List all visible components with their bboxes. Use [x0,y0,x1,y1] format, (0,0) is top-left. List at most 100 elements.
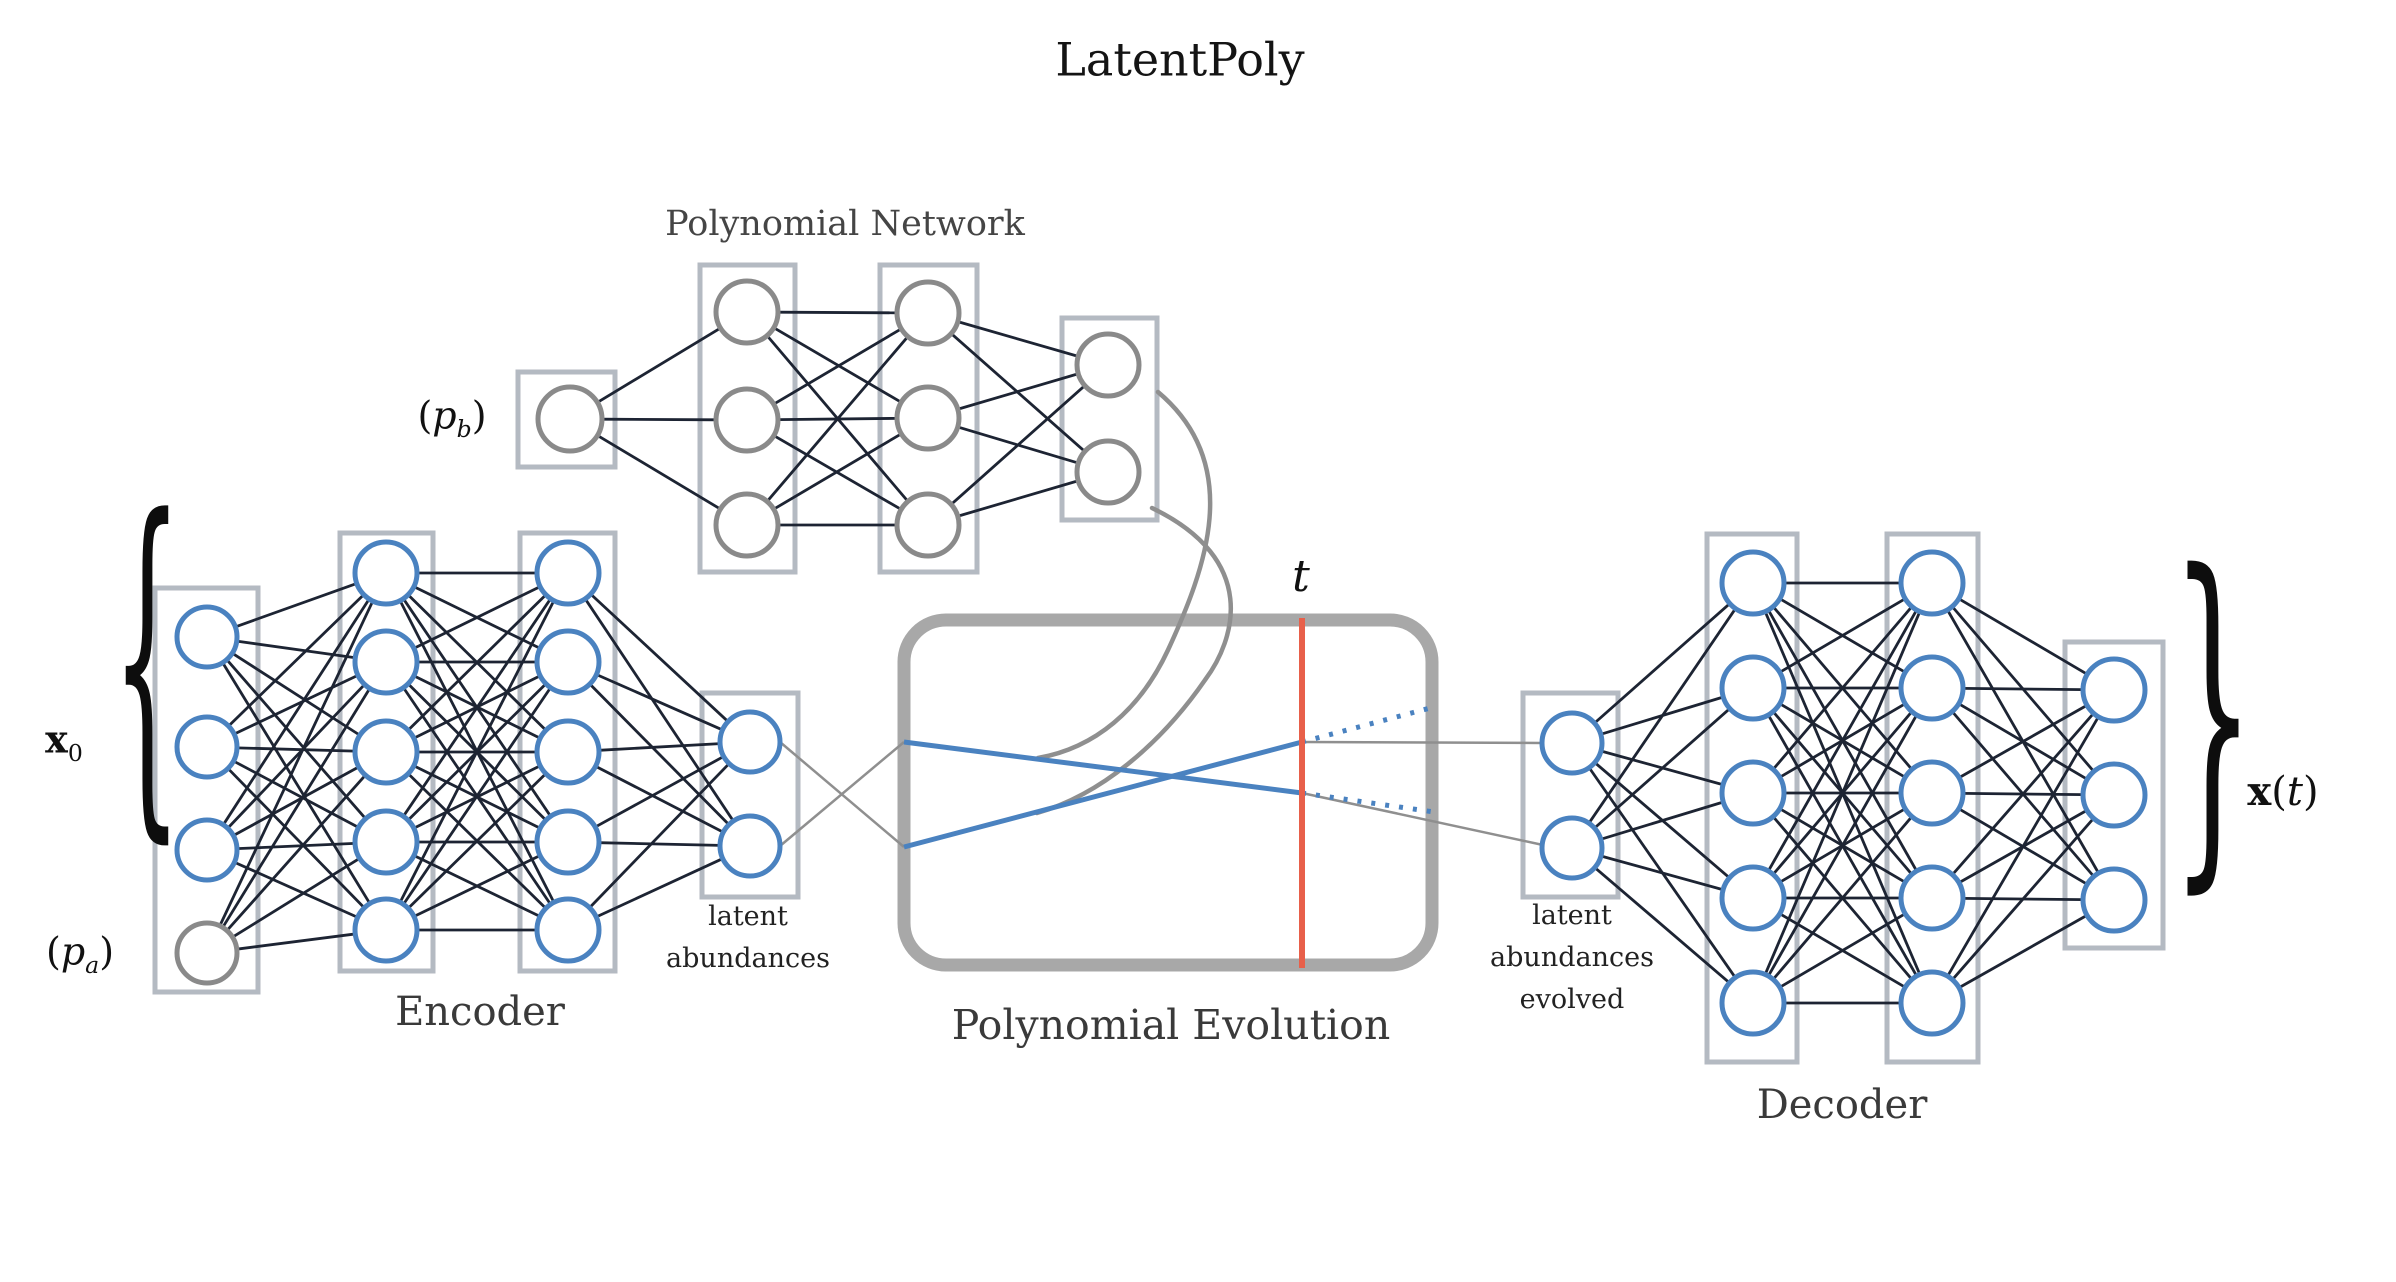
decoder-edge [1779,912,1906,989]
decoder-edge [1962,686,2084,692]
polynomial-hidden1-neuron [713,386,781,454]
decoder-edge [1767,714,1918,977]
polynomial-edge [766,335,909,503]
decoder-output-neuron [2080,656,2148,724]
encoder-edge [595,673,724,732]
encoder-latent-neuron [717,813,783,879]
xt-brace: } [2171,499,2255,923]
decoder-hidden2-neuron [1898,549,1966,617]
encoder-edge [226,683,366,830]
encoder-edge [231,652,361,737]
encoder-edge [221,687,371,929]
polynomial-edge [596,326,722,404]
decoder-hidden1-neuron [1719,549,1787,617]
decoder-edge [1779,597,1906,674]
encoder-edge [594,764,724,834]
latent-abundances-evolved-line1: latent [1532,900,1612,932]
decoder-hidden1-neuron [1719,969,1787,1037]
encoder-edge [218,600,375,927]
decoder-edge [1772,815,1913,981]
encoder-edge [595,857,724,919]
encoder-edge [402,597,552,818]
encoder-edge [398,599,556,904]
encoder-label: Encoder [395,989,565,1035]
encoder-hidden2-neuron [534,628,602,696]
pa-label: (pa) [46,922,114,983]
latent-abundances-evolved-line2: abundances [1490,942,1654,974]
polynomial-hidden1-neuron [713,278,781,346]
decoder-edge [1958,704,2088,779]
decoder-hidden2-neuron [1898,969,1966,1037]
polynomial-output-neuron [1074,331,1142,399]
latent-abundances-line2: abundances [666,943,830,974]
decoder-edge [1600,800,1724,841]
xt-paren-open: ( [2271,769,2287,815]
decoder-edge [1951,817,2095,981]
pb-paren-open: ( [417,393,433,438]
encoder-hidden2-neuron [534,896,602,964]
polynomial-edge [957,479,1079,518]
decoder-latent-evolved-neuron [1539,815,1605,881]
latent-connector-line [1301,740,1543,745]
encoder-edge [588,683,730,826]
polynomial-evolution-label: Polynomial Evolution [951,1001,1391,1050]
decoder-hidden1-neuron [1719,864,1787,932]
decoder-hidden1-neuron [1719,654,1787,722]
pa-paren-open: ( [45,929,61,974]
encoder-edge [232,759,360,829]
decoder-edge [1593,866,1731,984]
polynomial-edge [601,417,717,422]
xt-paren-close: ) [2302,769,2319,815]
encoder-hidden2-neuron [534,539,602,607]
decoder-latent-evolved-neuron [1539,710,1605,776]
decoder-edge [1763,610,1922,976]
polynomial-hidden2-neuron [894,279,962,347]
polynomial-edge [950,384,1086,506]
pa-subscript: a [85,951,100,980]
polynomial-network-label: Polynomial Network [665,203,1025,244]
x0-label: x0 [45,710,83,771]
x0-vector: x [45,716,68,762]
xt-variable: t [2286,769,2303,815]
page-title: LatentPoly [1055,32,1305,87]
pa-paren-close: ) [99,929,115,974]
latent-abundances-line1: latent [708,901,788,933]
pb-paren-close: ) [471,393,487,438]
t-variable: t [1292,550,1310,602]
decoder-edge [1951,712,2095,876]
encoder-hidden1-neuron [352,718,420,786]
polynomial-output-curve [1035,389,1213,761]
encoder-edge [222,598,371,826]
polynomial-input-neuron [535,384,605,454]
polynomial-output-curve [1034,505,1234,816]
decoder-edge [1600,854,1724,892]
encoder-hidden1-neuron [352,896,420,964]
encoder-edge [233,674,359,736]
polynomial-evolution-box [897,613,1439,972]
decoder-hidden2-neuron [1898,759,1966,827]
polynomial-edge [777,310,898,315]
encoder-edge [407,772,547,910]
decoder-edge [1593,707,1731,830]
pa-variable: p [60,929,86,974]
encoder-edge [413,585,541,650]
encoder-hidden1-neuron [352,628,420,696]
latent-abundances-evolved-label: latent abundances evolved [1490,895,1654,1021]
encoder-edge [236,932,356,951]
polynomial-output-neuron [1074,438,1142,506]
encoder-input-neuron [174,920,240,986]
polynomial-edge [772,327,903,406]
decoder-edge [1958,914,2088,989]
decoder-edge [1587,607,1737,825]
encoder-edge [407,593,547,732]
encoder-hidden1-neuron [352,539,420,607]
encoder-input-neuron [174,817,240,883]
encoder-edge [227,593,365,728]
decoder-edge [1593,602,1731,725]
decoder-output-neuron [2080,761,2148,829]
decoder-hidden2-neuron [1898,654,1966,722]
decoder-edge [1767,609,1918,872]
encoder-edge [598,742,721,752]
